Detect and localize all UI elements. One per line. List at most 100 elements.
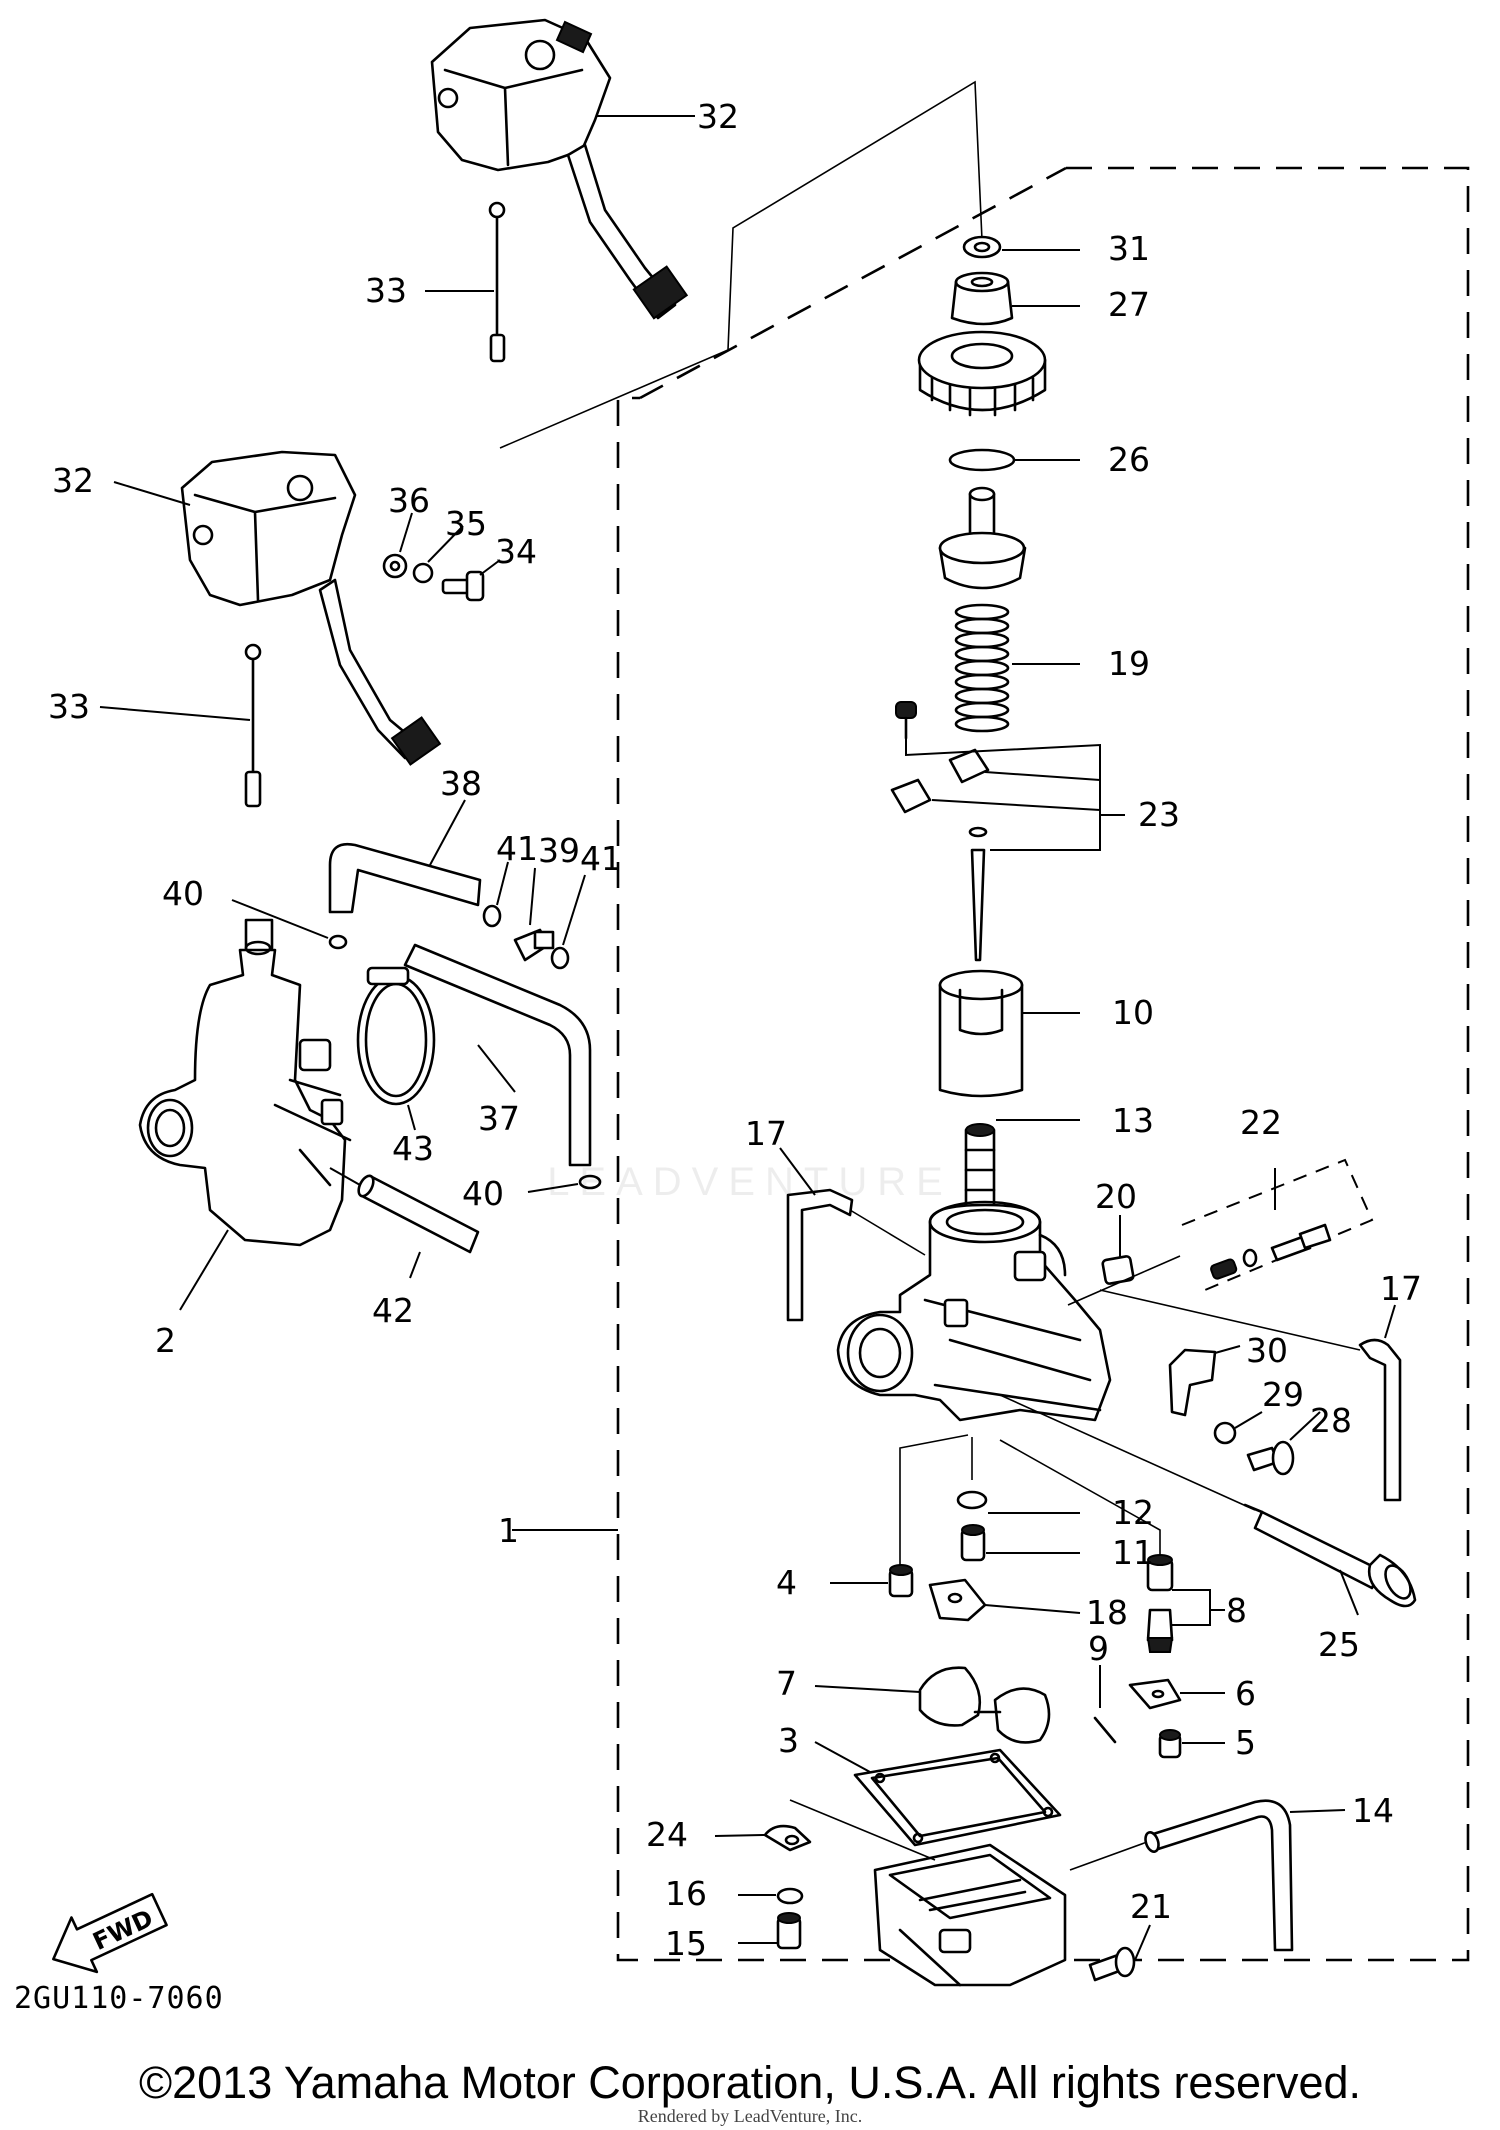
callout-29: 29 <box>1262 1375 1304 1414</box>
throttle-valve-10 <box>938 969 1080 1098</box>
callout-40b: 40 <box>462 1174 504 1213</box>
callout-7: 7 <box>776 1664 797 1703</box>
part-11 <box>960 1524 1080 1562</box>
tube-42 <box>357 1174 480 1279</box>
callout-19: 19 <box>1108 644 1150 683</box>
callout-38: 38 <box>440 764 482 803</box>
part-4 <box>830 1564 914 1598</box>
callout-30: 30 <box>1246 1331 1288 1370</box>
callout-12: 12 <box>1112 1493 1154 1532</box>
callout-2: 2 <box>155 1321 176 1360</box>
screw-15 <box>738 1912 802 1950</box>
callout-23: 23 <box>1138 795 1180 834</box>
cap-nut-27 <box>950 271 1080 326</box>
hose-38 <box>328 799 482 914</box>
callout-8: 8 <box>1226 1591 1247 1630</box>
cable-adjuster-left <box>99 643 262 808</box>
callout-34: 34 <box>495 532 537 571</box>
callout-36: 36 <box>388 481 430 520</box>
callout-21: 21 <box>1130 1887 1172 1926</box>
washer-29-screw-28 <box>1213 1411 1321 1476</box>
callout-28: 28 <box>1310 1401 1352 1440</box>
callout-20: 20 <box>1095 1177 1137 1216</box>
mixing-chamber-top <box>917 330 1047 417</box>
callout-41b: 41 <box>580 839 622 878</box>
part-9 <box>1093 1665 1117 1744</box>
callout-32-top: 32 <box>697 97 739 136</box>
hose-14 <box>1144 1799 1346 1952</box>
callout-43: 43 <box>392 1129 434 1168</box>
o-ring-26 <box>948 448 1080 472</box>
callout-22: 22 <box>1240 1103 1282 1142</box>
callout-37: 37 <box>478 1099 520 1138</box>
part-12 <box>956 1490 1080 1514</box>
rendered-by-note: Rendered by LeadVenture, Inc. <box>637 2106 863 2126</box>
callout-35: 35 <box>445 504 487 543</box>
callout-17-right: 17 <box>1380 1269 1422 1308</box>
copyright-notice: ©2013 Yamaha Motor Corporation, U.S.A. A… <box>138 2057 1362 2108</box>
callout-13: 13 <box>1112 1101 1154 1140</box>
washer-screw-set <box>382 512 501 602</box>
callout-6: 6 <box>1235 1674 1256 1713</box>
callout-9: 9 <box>1088 1629 1109 1668</box>
o-rings-40 <box>231 899 602 1193</box>
tube-leader <box>329 1167 361 1186</box>
callout-16: 16 <box>665 1874 707 1913</box>
cable-adjuster-upper <box>425 201 506 363</box>
part-5 <box>1158 1729 1225 1759</box>
callout-labels: 32 33 32 36 35 34 33 38 41 39 41 40 43 3… <box>48 97 1422 1963</box>
callout-40a: 40 <box>162 874 204 913</box>
callout-41a: 41 <box>496 829 538 868</box>
callout-27: 27 <box>1108 285 1150 324</box>
assembly-boundary <box>616 166 1470 1962</box>
callout-24: 24 <box>646 1815 688 1854</box>
throttle-housing-left <box>113 450 442 766</box>
callout-5: 5 <box>1235 1723 1256 1762</box>
carburetor-body-main <box>836 1200 1112 1422</box>
hose-37 <box>403 943 592 1167</box>
plunger-cap <box>938 486 1027 590</box>
lower-leaders <box>899 1434 1161 1570</box>
spring-19 <box>954 603 1080 733</box>
washer-16 <box>738 1887 804 1905</box>
starter-plunger-25 <box>999 1394 1417 1616</box>
part-7 <box>814 1666 1051 1744</box>
callout-4: 4 <box>776 1563 797 1602</box>
part-6 <box>1128 1678 1225 1710</box>
callout-33-left: 33 <box>48 687 90 726</box>
callout-26: 26 <box>1108 440 1150 479</box>
callout-11: 11 <box>1112 1533 1154 1572</box>
lever-30 <box>1168 1345 1241 1417</box>
clips-fitting <box>482 861 586 970</box>
callout-3: 3 <box>778 1721 799 1760</box>
float-bowl <box>789 1799 1159 1987</box>
needle-jet-13 <box>964 1119 1080 1217</box>
callout-14: 14 <box>1352 1791 1394 1830</box>
part-8 <box>1146 1554 1225 1653</box>
carburetor-assembly-small <box>138 918 352 1311</box>
throttle-housing-upper <box>430 18 695 320</box>
screw-21 <box>1088 1924 1151 1982</box>
washer-31 <box>962 235 1080 259</box>
watermark-text: LEADVENTURE <box>547 1160 953 1204</box>
overflow-hose-17-right <box>1099 1289 1402 1502</box>
pilot-screw-set-22 <box>1067 1158 1374 1306</box>
callout-1: 1 <box>498 1511 519 1550</box>
callout-39: 39 <box>538 831 580 870</box>
fwd-arrow-icon: FWD <box>52 1892 168 1974</box>
overflow-hose-17-left <box>779 1147 926 1322</box>
callout-17-left: 17 <box>745 1114 787 1153</box>
clamp-43 <box>356 966 436 1131</box>
bowl-plate-24 <box>714 1824 812 1852</box>
part-18 <box>928 1578 1081 1622</box>
callout-15: 15 <box>665 1924 707 1963</box>
callout-10: 10 <box>1112 993 1154 1032</box>
connector-line <box>499 80 983 449</box>
drawing-code: 2GU110-7060 <box>14 1981 224 2016</box>
callout-32-left: 32 <box>52 461 94 500</box>
needle-set-23 <box>890 701 1125 962</box>
callout-18: 18 <box>1086 1593 1128 1632</box>
callout-31: 31 <box>1108 229 1150 268</box>
callout-25: 25 <box>1318 1625 1360 1664</box>
